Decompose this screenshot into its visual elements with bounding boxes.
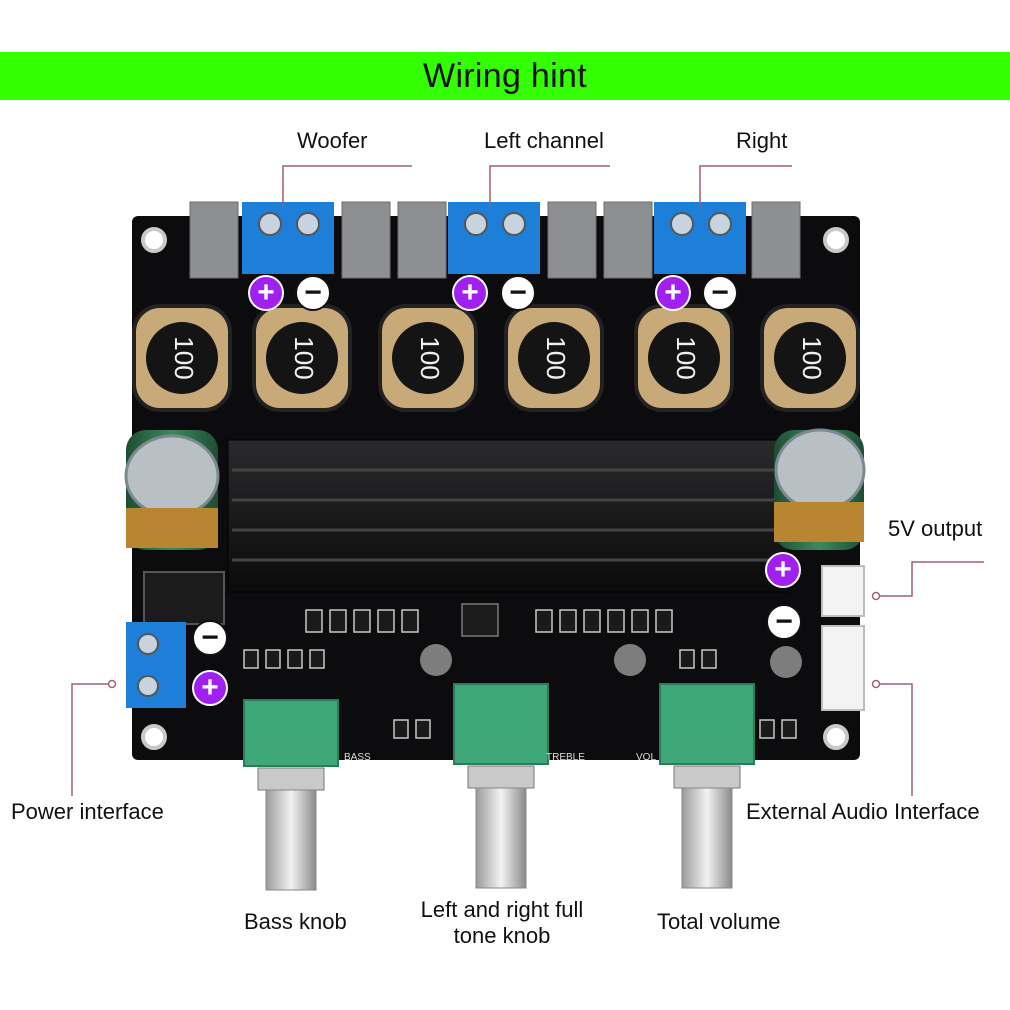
- minus-badge: [192, 620, 228, 656]
- plus-sign: +: [461, 276, 479, 309]
- small-cap: [770, 646, 802, 678]
- small-cap: [614, 644, 646, 676]
- plus-badge: [248, 275, 284, 311]
- volume-potentiometer: [659, 683, 755, 889]
- label-right: Right: [736, 128, 788, 153]
- inductor-core: [392, 322, 464, 394]
- minus-badge: [766, 604, 802, 640]
- banner-title: Wiring hint: [423, 56, 587, 95]
- inductor-label: 100: [169, 336, 199, 379]
- electrolytic-capacitor-left: [124, 430, 220, 550]
- label-tone-knob-line2: tone knob: [453, 923, 551, 949]
- power-terminal: [126, 622, 186, 708]
- inductor-label: 100: [671, 336, 701, 379]
- bass-potentiometer: [243, 699, 339, 891]
- inductor-core: [266, 322, 338, 394]
- silk-bass: BASS: [344, 752, 371, 763]
- inductor-label: 100: [289, 336, 319, 379]
- inductors: 100 100 100 100 100 100: [132, 304, 860, 412]
- minus-badge: [702, 275, 738, 311]
- plus-sign: +: [774, 553, 792, 586]
- plus-badge: [192, 670, 228, 706]
- plus-badge: [765, 552, 801, 588]
- minus-sign: −: [304, 276, 322, 309]
- minus-sign: −: [775, 605, 793, 638]
- label-power-interface: Power interface: [11, 799, 164, 824]
- mounting-holes: [141, 227, 849, 750]
- minus-badge: [500, 275, 536, 311]
- small-cap: [420, 644, 452, 676]
- label-tone-knob: Left and right full tone knob: [402, 897, 602, 950]
- leader-lines: [71, 165, 984, 796]
- label-tone-knob-line1: Left and right full: [420, 897, 584, 922]
- label-external-audio-interface: External Audio Interface: [746, 799, 980, 824]
- minus-badge: [295, 275, 331, 311]
- label-total-volume: Total volume: [657, 909, 781, 934]
- silk-vol: VOL: [636, 752, 656, 763]
- minus-sign: −: [201, 621, 219, 654]
- smd-components: [243, 609, 797, 739]
- electrolytic-capacitor-right: [774, 428, 866, 550]
- inductor-core: [146, 322, 218, 394]
- heatsink: [227, 439, 789, 593]
- plus-sign: +: [257, 276, 275, 309]
- inductor-label: 100: [797, 336, 827, 379]
- silk-treble: TREBLE: [546, 752, 585, 763]
- transistor: [461, 603, 499, 637]
- inductor-core: [774, 322, 846, 394]
- inductor-label: 100: [541, 336, 571, 379]
- plus-sign: +: [201, 671, 219, 704]
- film-capacitors: [189, 201, 801, 279]
- plus-badge: [452, 275, 488, 311]
- minus-sign: −: [711, 276, 729, 309]
- jst-connectors: [821, 565, 865, 711]
- label-woofer: Woofer: [297, 128, 368, 153]
- inductor-core: [648, 322, 720, 394]
- label-bass-knob: Bass knob: [244, 909, 347, 934]
- inductor-core: [518, 322, 590, 394]
- regulator-chip: [143, 571, 225, 625]
- speaker-terminals: [242, 202, 746, 274]
- tone-potentiometer: [453, 683, 549, 889]
- label-5v-output: 5V output: [888, 516, 983, 541]
- minus-sign: −: [509, 276, 527, 309]
- wiring-hint-banner: Wiring hint: [0, 52, 1010, 100]
- polarity-badges: +−+−+−+−−+: [192, 275, 802, 706]
- inductor-label: 100: [415, 336, 445, 379]
- plus-badge: [655, 275, 691, 311]
- label-left-channel: Left channel: [484, 128, 604, 153]
- plus-sign: +: [664, 276, 682, 309]
